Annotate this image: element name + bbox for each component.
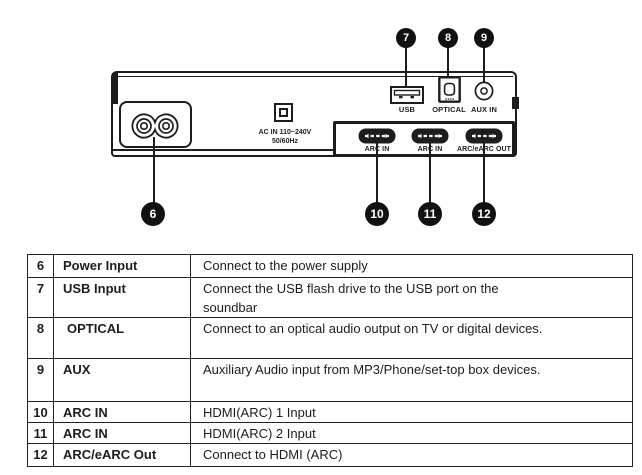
- port-name: Power Input: [53, 254, 191, 278]
- table-row: 7 USB Input Connect the USB flash drive …: [27, 277, 633, 318]
- callout-9: 9: [474, 28, 494, 48]
- table-row: 10 ARC IN HDMI(ARC) 1 Input: [27, 401, 633, 423]
- callout-10: 10: [365, 202, 389, 226]
- row-number: 6: [27, 254, 54, 278]
- usb-port-icon: [390, 86, 424, 104]
- port-description: Connect the USB flash drive to the USB p…: [190, 277, 633, 318]
- port-name: OPTICAL: [53, 317, 191, 359]
- table-row: 9 AUX Auxiliary Audio input from MP3/Pho…: [27, 358, 633, 402]
- port-description: Connect to the power supply: [190, 254, 633, 278]
- row-number: 11: [27, 422, 54, 444]
- left-end-cap: [112, 73, 118, 104]
- hdmi-arc-in-1-port-icon: [358, 128, 396, 144]
- port-name: AUX: [53, 358, 191, 402]
- table-row: 8 OPTICAL Connect to an optical audio ou…: [27, 317, 633, 359]
- aux-jack-icon: [474, 81, 494, 101]
- port-name: USB Input: [53, 277, 191, 318]
- power-connector-icon: [131, 113, 179, 139]
- ac-in-label-line1: AC IN 110~240V: [258, 129, 312, 136]
- callout-8: 8: [438, 28, 458, 48]
- row-number: 7: [27, 277, 54, 318]
- callout-line-11: [429, 143, 431, 203]
- row-number: 12: [27, 443, 54, 467]
- callout-line-6: [153, 137, 155, 203]
- row-number: 8: [27, 317, 54, 359]
- callout-line-9: [483, 47, 485, 82]
- port-description: HDMI(ARC) 2 Input: [190, 422, 633, 444]
- row-number: 9: [27, 358, 54, 402]
- table-row: 6 Power Input Connect to the power suppl…: [27, 254, 633, 278]
- port-name: ARC IN: [53, 422, 191, 444]
- callout-line-10: [376, 143, 378, 203]
- optical-port-icon: [438, 76, 461, 103]
- body-top-seam: [113, 76, 513, 77]
- callout-line-8: [447, 47, 449, 78]
- ac-in-icon: [274, 103, 293, 122]
- table-row: 12 ARC/eARC Out Connect to HDMI (ARC): [27, 443, 633, 467]
- hdmi-arc-in-2-port-icon: [411, 128, 449, 144]
- port-description: Connect to HDMI (ARC): [190, 443, 633, 467]
- ac-in-label-line2: 50/60Hz: [271, 138, 299, 145]
- callout-7: 7: [396, 28, 416, 48]
- ac-in-icon-inner: [279, 108, 288, 117]
- right-end-cap: [512, 97, 519, 109]
- port-description: Auxiliary Audio input from MP3/Phone/set…: [190, 358, 633, 402]
- hdmi-arc-earc-out-port-icon: [465, 128, 503, 144]
- port-description: HDMI(ARC) 1 Input: [190, 401, 633, 423]
- rear-panel-diagram: AC IN 110~240V 50/60Hz USB OPTICAL AUX I…: [111, 28, 519, 226]
- port-name: ARC IN: [53, 401, 191, 423]
- usb-label: USB: [398, 105, 416, 114]
- body-bottom-seam: [113, 149, 513, 151]
- callout-line-7: [405, 47, 407, 87]
- callout-11: 11: [418, 202, 442, 226]
- table-row: 11 ARC IN HDMI(ARC) 2 Input: [27, 422, 633, 444]
- callout-line-12: [483, 143, 485, 203]
- optical-label: OPTICAL: [432, 105, 466, 114]
- callout-6: 6: [141, 202, 165, 226]
- row-number: 10: [27, 401, 54, 423]
- port-description: Connect to an optical audio output on TV…: [190, 317, 633, 359]
- callout-12: 12: [472, 202, 496, 226]
- port-name: ARC/eARC Out: [53, 443, 191, 467]
- aux-in-label: AUX IN: [470, 105, 498, 114]
- port-spec-table: 6 Power Input Connect to the power suppl…: [27, 254, 633, 467]
